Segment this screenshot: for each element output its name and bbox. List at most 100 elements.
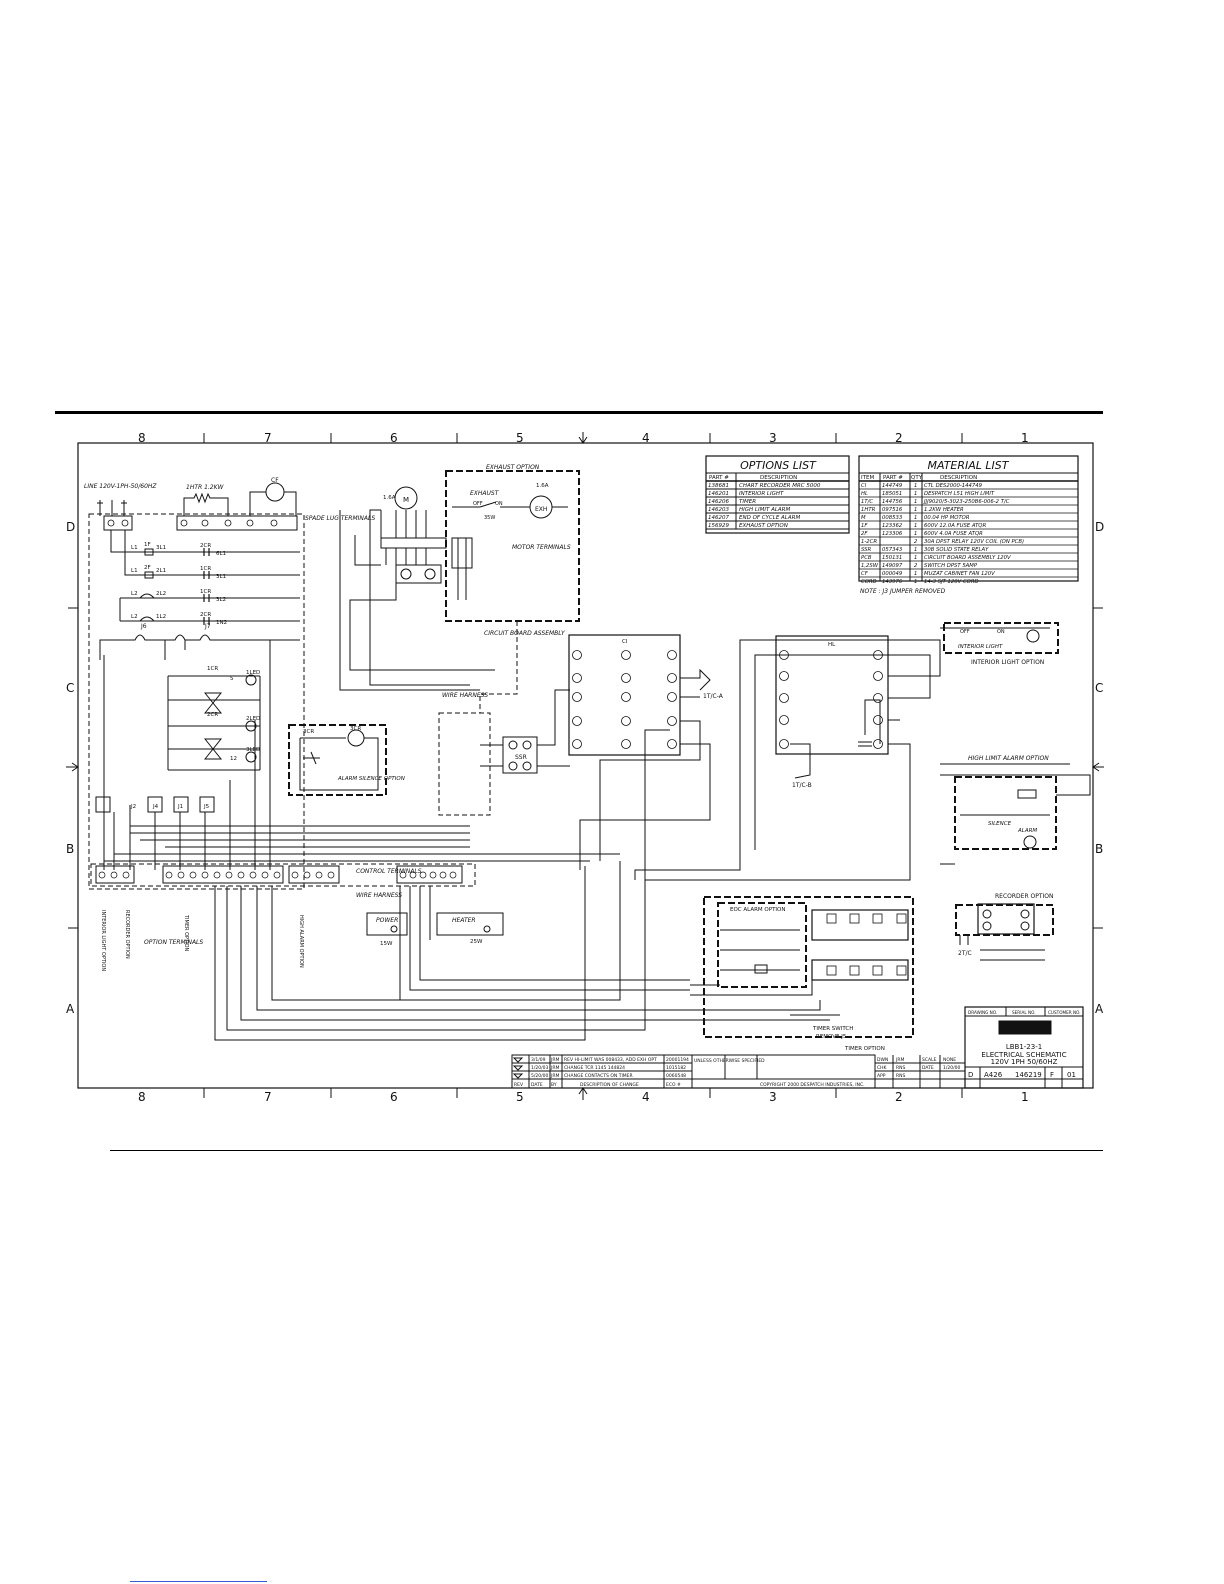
options-row-3-part: 146203	[708, 507, 729, 513]
material-row-7-col-3: 30A DPST RELAY 120V COIL (ON PCB)	[924, 539, 1024, 545]
rev-2-by: JRM	[550, 1073, 559, 1079]
high-limit-hl: HL 1T/C-B	[634, 635, 941, 881]
material-row-6-col-3: 600V 4.0A FUSE ATQR	[924, 531, 983, 537]
svg-text:J2: J2	[130, 804, 136, 810]
title-block: DRAWING NO. SERIAL NO. CUSTOMER NO. Desp…	[964, 1006, 1084, 1089]
ci-pin-1-2	[667, 673, 677, 683]
material-list-table: MATERIAL LIST ITEM PART # QTY DESCRIPTIO…	[858, 455, 1079, 595]
material-row-8-col-2: 1	[914, 547, 917, 553]
high-alarm-option-vertical: HIGH ALARM OPTION	[298, 915, 304, 968]
title-line-1: LBB1-23-1	[1006, 1043, 1042, 1051]
material-row-4-col-1: 008533	[882, 515, 903, 521]
material-row-12-col-2: 1	[914, 579, 917, 585]
exhaust-option-label: EXHAUST OPTION	[486, 464, 540, 471]
svg-text:3CR: 3CR	[303, 729, 314, 735]
svg-text:L2: L2	[131, 591, 138, 597]
material-row-3-col-3: 1.2KW HEATER	[924, 507, 964, 513]
timer-option-vertical: TIMER OPTION	[183, 914, 189, 951]
svg-text:APP: APP	[877, 1073, 886, 1079]
terminal-dot-13	[291, 871, 299, 879]
top-rule	[55, 411, 1103, 414]
material-row-11-col-3: MUZAT CABINET FAN 120V	[924, 571, 995, 577]
heater-switch-label: HEATER	[452, 917, 476, 924]
svg-text:3L2: 3L2	[216, 597, 226, 603]
ci-pin-1-1	[621, 673, 631, 683]
wire-harness-label: WIRE HARNESS	[442, 692, 488, 699]
options-row-2-part: 146206	[708, 499, 729, 505]
options-row-0-part: 138681	[708, 483, 729, 489]
svg-text:1LED: 1LED	[246, 670, 260, 676]
rev-hdr-rev: REV	[514, 1082, 524, 1088]
despatch-logo-text: Despatch	[1001, 1024, 1049, 1034]
ci-pin-3-0	[572, 716, 582, 726]
bottom-rule	[110, 1150, 1103, 1151]
ci-pin-0-2	[667, 650, 677, 660]
interior-light-option-label: INTERIOR LIGHT OPTION	[971, 659, 1044, 666]
title-line-3: 120V 1PH 50/60HZ	[991, 1058, 1058, 1066]
col-label-top-3: 3	[769, 431, 777, 445]
terminal-dot-20	[429, 871, 437, 879]
svg-text:SCALE: SCALE	[922, 1057, 937, 1063]
remove-j5-label: REMOVE J5	[816, 1034, 847, 1040]
line-voltage-label: LINE 120V-1PH-50/60HZ	[84, 483, 157, 490]
svg-text:3L1: 3L1	[156, 545, 166, 551]
approved-by-value: RNS	[896, 1073, 905, 1079]
copyright-label: COPYRIGHT 2000 DESPATCH INDUSTRIES, INC.	[760, 1082, 865, 1088]
exhaust-fuse-rating: 1.6A	[536, 483, 549, 489]
col-label-bottom-3: 3	[769, 1090, 777, 1104]
options-row-0-desc: CHART RECORDER MRC 5000	[739, 483, 821, 489]
terminal-strips: CONTROL TERMINALS WIRE HARNESS OPTION TE…	[90, 729, 690, 1041]
svg-text:3L1: 3L1	[216, 574, 226, 580]
rev-0-eco: 20001194	[666, 1057, 689, 1063]
col-label-top-5: 5	[516, 431, 524, 445]
options-col-desc: DESCRIPTION	[760, 475, 797, 481]
svg-text:1CR: 1CR	[200, 566, 211, 572]
terminal-dot-2	[122, 871, 130, 879]
interior-light-option: OFF ON INTERIOR LIGHT INTERIOR LIGHT OPT…	[940, 622, 1059, 666]
options-col-part: PART #	[709, 475, 729, 481]
svg-text:2CR: 2CR	[200, 543, 211, 549]
terminal-dot-16	[327, 871, 335, 879]
svg-text:2F: 2F	[144, 565, 151, 571]
material-row-7-col-2: 2	[914, 539, 918, 545]
date-value: 1/20/00	[943, 1065, 960, 1071]
material-row-9-col-2: 1	[914, 555, 917, 561]
alarm-label: ALARM	[1017, 828, 1037, 834]
svg-text:12: 12	[230, 756, 237, 762]
svg-text:L1: L1	[131, 568, 138, 574]
customer-no-header: CUSTOMER NO.	[1048, 1010, 1081, 1015]
silence-label: SILENCE	[988, 821, 1012, 827]
material-row-12-col-3: 14-3 SJT 120V CORD	[924, 579, 979, 585]
spec-blocks: UNLESS OTHERWISE SPECIFIED COPYRIGHT 200…	[691, 1054, 965, 1089]
recorder-tc-label: 2T/C	[958, 950, 972, 957]
col-label-top-7: 7	[264, 431, 272, 445]
row-label-left-a: A	[66, 1002, 75, 1016]
material-row-2-col-1: 144756	[882, 499, 903, 505]
material-row-10-col-1: 149097	[882, 563, 903, 569]
col-label-bottom-5: 5	[516, 1090, 524, 1104]
col-label-bottom-2: 2	[895, 1090, 903, 1104]
material-row-3-col-0: 1HTR	[861, 507, 876, 513]
rev-0-date: 3/1/09	[531, 1057, 546, 1063]
svg-text:J6: J6	[140, 623, 147, 630]
options-row-2-desc: TIMER	[739, 499, 756, 505]
col-label-top-6: 6	[390, 431, 398, 445]
material-row-8-col-1: 057343	[882, 547, 903, 553]
svg-text:1N2: 1N2	[216, 620, 227, 626]
power-heater-switches: POWER 15W HEATER 25W	[366, 912, 504, 947]
int-light-on: ON	[997, 629, 1005, 635]
svg-text:2L2: 2L2	[156, 591, 166, 597]
col-label-bottom-8: 8	[138, 1090, 146, 1104]
heater-rating-label: 1HTR 1.2KW	[186, 484, 225, 491]
material-row-11-col-0: CF	[861, 571, 869, 577]
material-row-2-col-3: JJJ9020/5-3023-250B6-006-2 T/C	[923, 499, 1010, 505]
terminal-dot-18	[409, 871, 417, 879]
exhaust-option-box	[445, 470, 580, 622]
hl-label: HL	[828, 642, 836, 648]
material-row-10-col-0: 1,2SW	[861, 563, 879, 569]
terminal-dot-6	[201, 871, 209, 879]
wiring-bus	[103, 640, 620, 870]
timer-option-label: TIMER OPTION	[844, 1046, 885, 1052]
